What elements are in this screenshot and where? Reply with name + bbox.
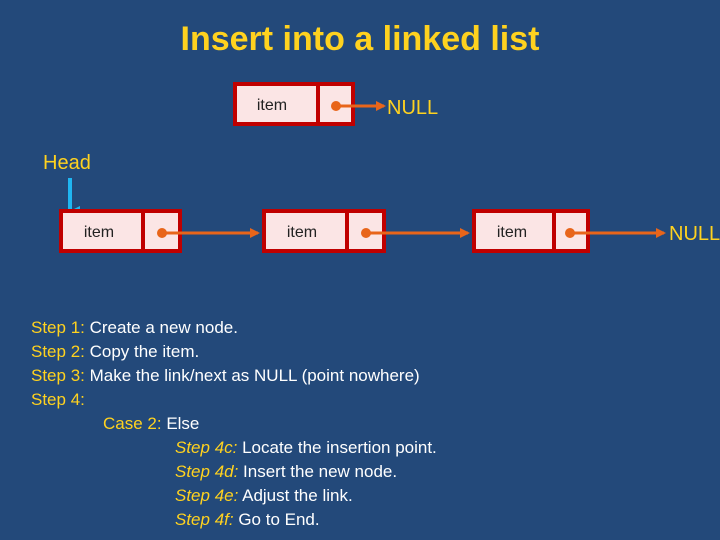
substep-4e: Step 4e: Adjust the link.	[31, 484, 437, 508]
substep-4c-text: Locate the insertion point.	[237, 438, 437, 457]
steps-text: Step 1: Create a new node. Step 2: Copy …	[31, 316, 437, 532]
node-3-item-cell	[476, 213, 552, 249]
head-label: Head	[43, 152, 91, 174]
list-node-3: item	[472, 209, 666, 253]
step-4: Step 4:	[31, 388, 437, 412]
substep-4e-text: Adjust the link.	[238, 486, 353, 505]
page-title: Insert into a linked list	[180, 20, 540, 58]
step-2: Step 2: Copy the item.	[31, 340, 437, 364]
list-node-2: item	[262, 209, 470, 253]
step-1-label: Step 1:	[31, 318, 85, 337]
new-node: item NULL	[233, 82, 438, 126]
substep-4f: Step 4f: Go to End.	[31, 508, 437, 532]
substep-4f-text: Go to End.	[233, 510, 320, 529]
node-1-item-label: item	[84, 224, 114, 241]
step-3-label: Step 3:	[31, 366, 85, 385]
new-node-item-cell	[237, 86, 316, 122]
step-2-text: Copy the item.	[84, 342, 200, 361]
step-3: Step 3: Make the link/next as NULL (poin…	[31, 364, 437, 388]
step-2-label: Step 2:	[31, 342, 85, 361]
new-node-item-label: item	[257, 97, 287, 114]
node-3-item-label: item	[497, 224, 527, 241]
substep-4d-label: Step 4d:	[175, 462, 239, 481]
case-2-label: Case 2:	[103, 414, 162, 433]
substep-4d-text: Insert the new node.	[238, 462, 398, 481]
step-3-text: Make the link/next as NULL (point nowher…	[84, 366, 420, 385]
step-4-label: Step 4:	[31, 390, 85, 409]
list-null-label: NULL	[669, 223, 720, 245]
node-2-item-label: item	[287, 224, 317, 241]
substep-4f-label: Step 4f:	[175, 510, 234, 529]
case-2-text: Else	[161, 414, 200, 433]
substep-4c-label: Step 4c:	[175, 438, 238, 457]
substep-4c: Step 4c: Locate the insertion point.	[31, 436, 437, 460]
node-2-item-cell	[266, 213, 345, 249]
list-node-1: item	[59, 209, 260, 253]
step-1-text: Create a new node.	[84, 318, 238, 337]
substep-4e-label: Step 4e:	[175, 486, 239, 505]
substep-4d: Step 4d: Insert the new node.	[31, 460, 437, 484]
new-node-null-label: NULL	[387, 97, 438, 119]
case-2: Case 2: Else	[31, 412, 437, 436]
step-1: Step 1: Create a new node.	[31, 316, 437, 340]
node-1-item-cell	[63, 213, 141, 249]
